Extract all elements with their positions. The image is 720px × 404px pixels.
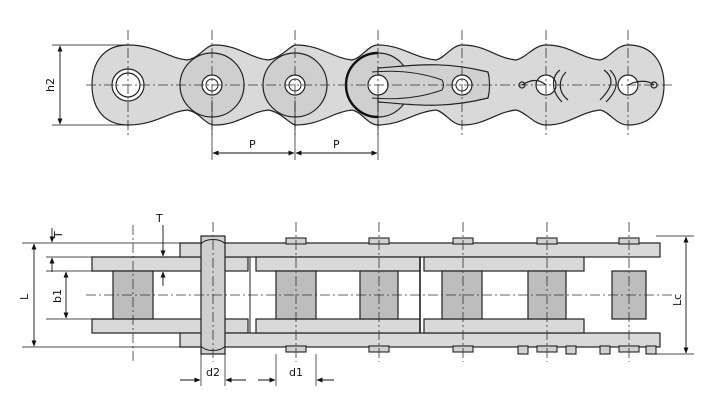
outer-plate-bottom: [179, 332, 661, 348]
top-view: L T b1 T Lc d2 d1: [18, 212, 694, 386]
boss-highlight-arc: [344, 51, 379, 86]
b1-label: b1: [51, 289, 64, 303]
h2-label: h2: [44, 78, 57, 92]
pitch-label-2: P: [333, 138, 340, 151]
T-label-inner: T: [155, 212, 163, 225]
pitch-label-1: P: [249, 138, 256, 151]
T-label-outer: T: [52, 231, 65, 239]
outer-plate-top: [179, 242, 661, 258]
d2-label: d2: [206, 366, 220, 379]
side-view: h2 P P: [44, 30, 672, 160]
Lc-label: Lc: [671, 294, 684, 306]
L-label: L: [18, 293, 31, 300]
d1-label: d1: [289, 366, 303, 379]
